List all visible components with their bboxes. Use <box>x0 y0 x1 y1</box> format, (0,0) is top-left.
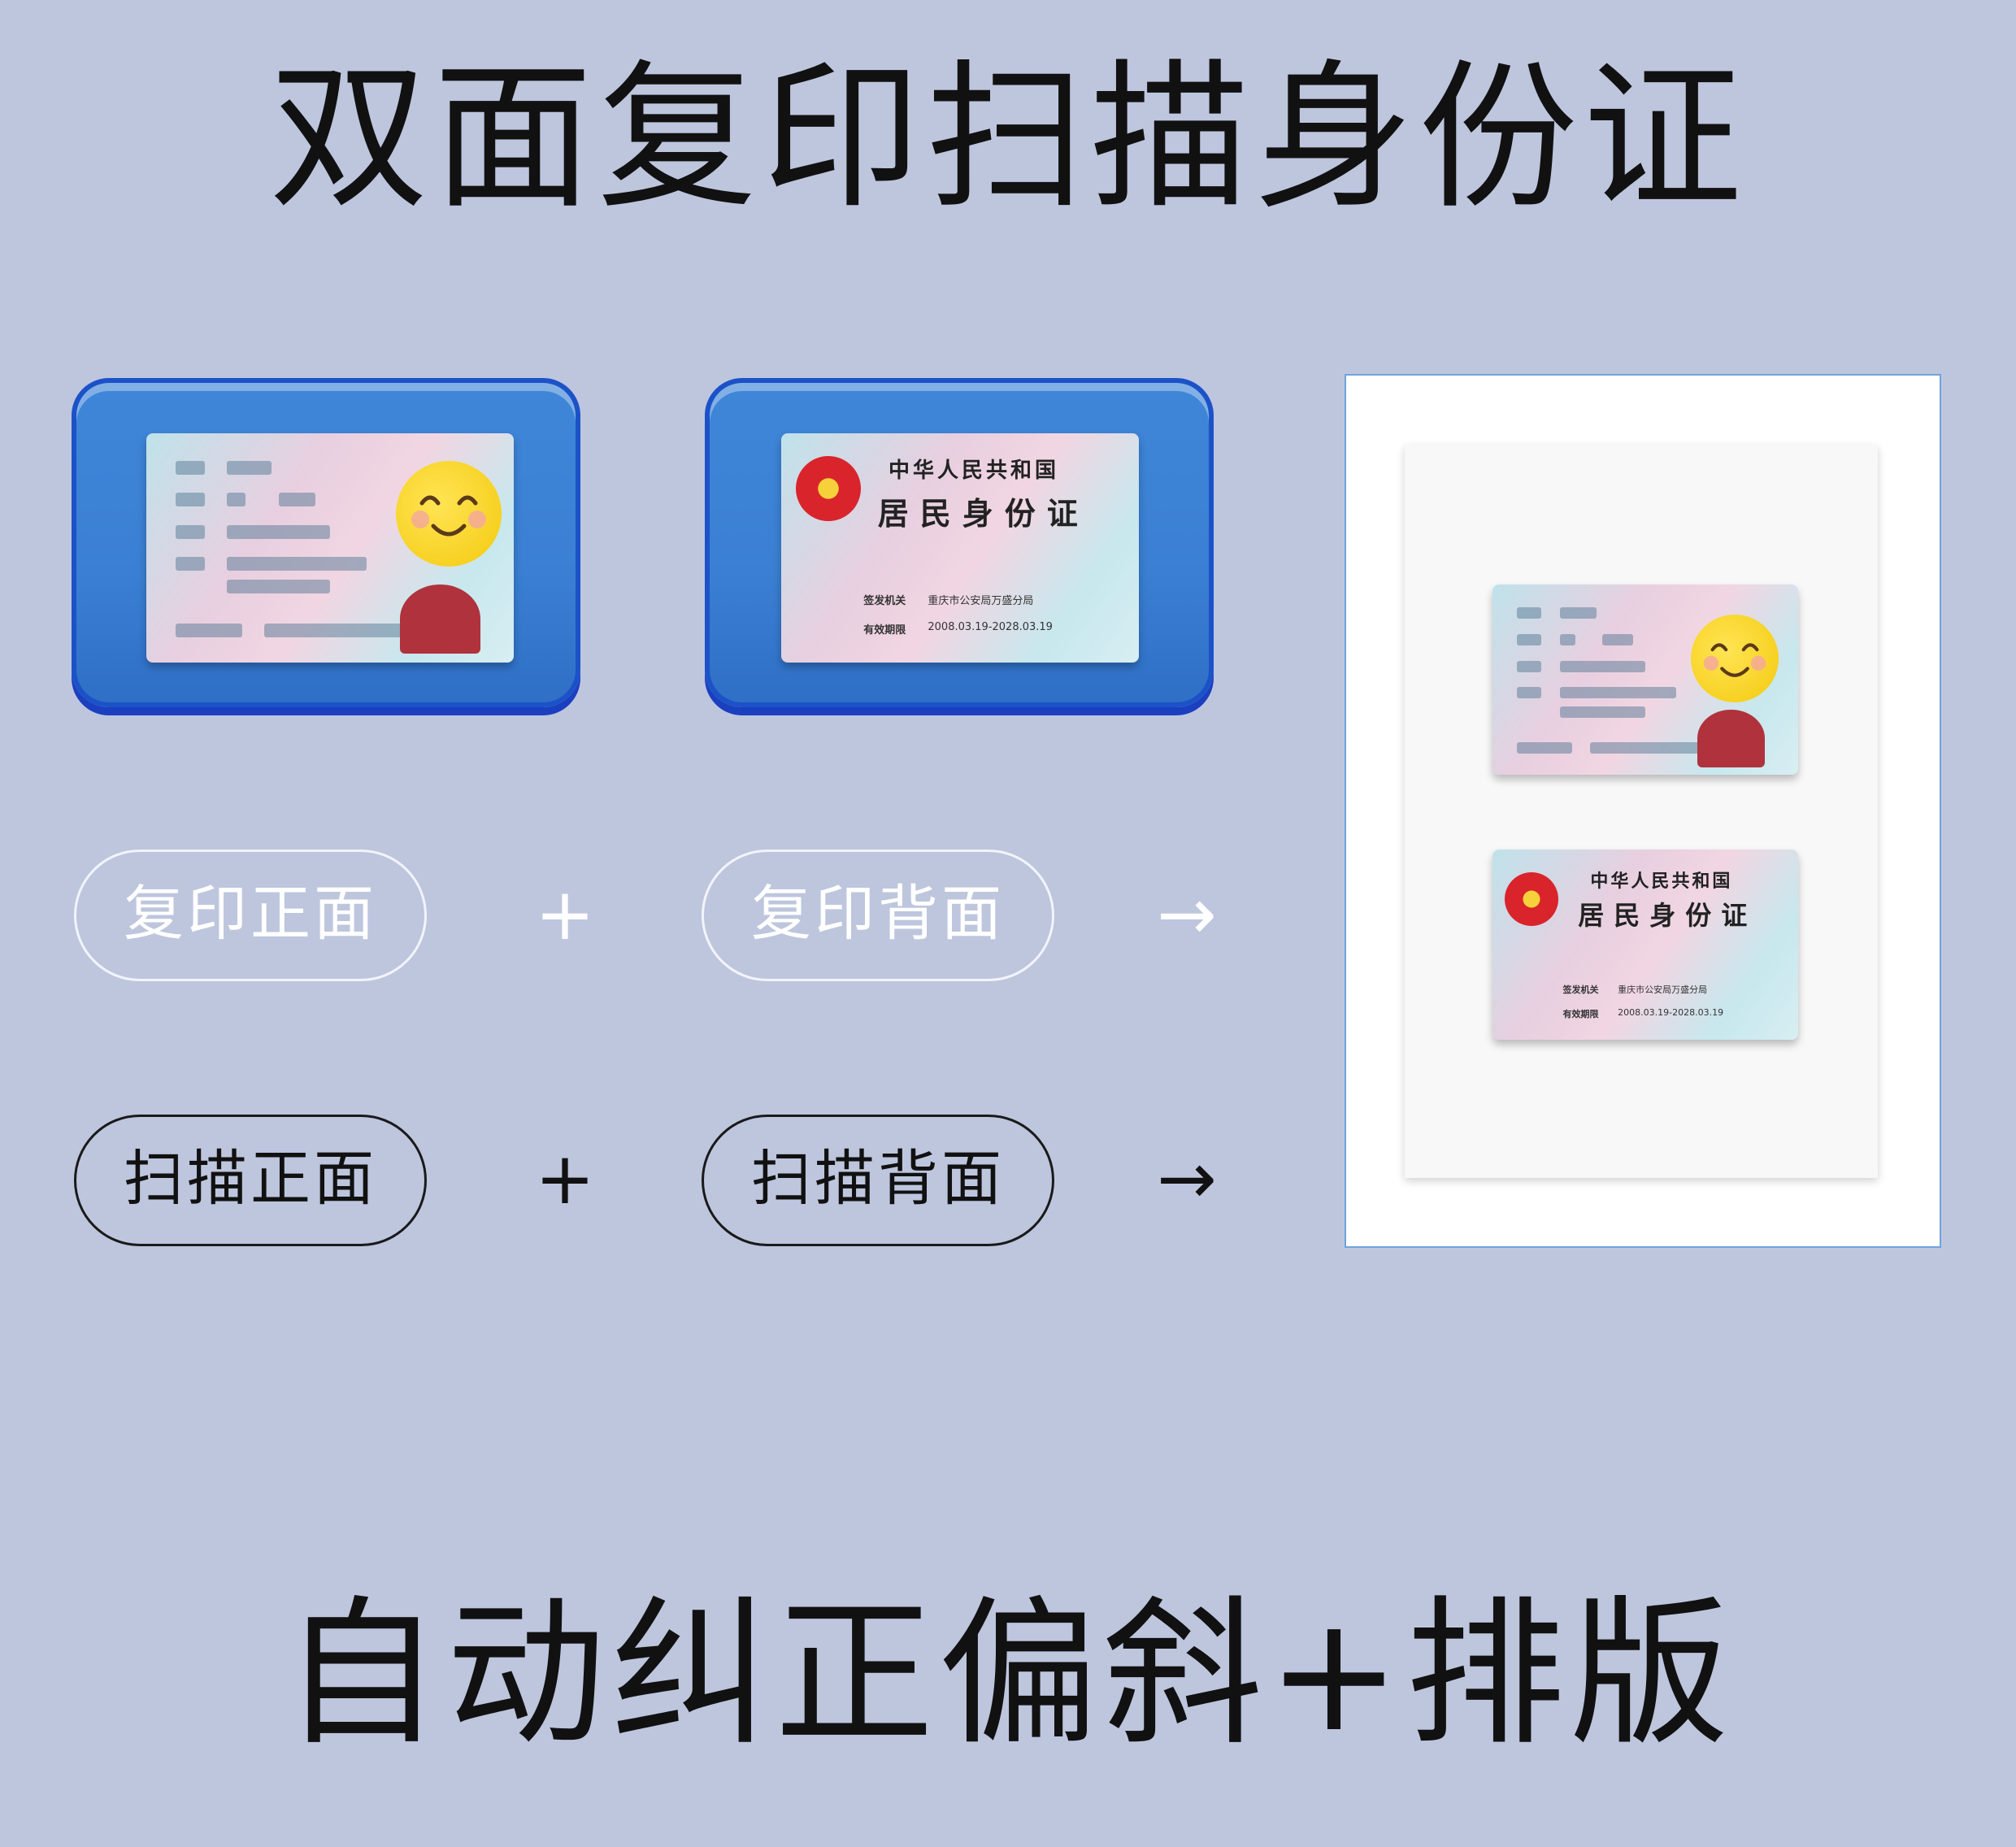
validity-label: 有效期限 <box>863 624 906 637</box>
validity-value: 2008.03.19-2028.03.19 <box>928 621 1053 634</box>
blurred-line <box>227 580 330 594</box>
page-title: 双面复印扫描身份证 <box>268 46 1747 231</box>
arrow-right-icon: → <box>1157 872 1217 956</box>
blurred-line <box>176 460 206 475</box>
blurred-line <box>227 524 330 539</box>
id-card-back: 中华人民共和国 居民身份证 签发机关 重庆市公安局万盛分局 有效期限 2008.… <box>781 433 1139 663</box>
portrait-body <box>399 585 481 654</box>
id-card-front <box>146 433 514 663</box>
blurred-line <box>176 524 206 539</box>
back-card-holder: 中华人民共和国 居民身份证 签发机关 重庆市公安局万盛分局 有效期限 2008.… <box>705 378 1214 707</box>
smiley-face-icon <box>396 460 502 567</box>
feature-caption: 自动纠正偏斜+排版 <box>281 1582 1735 1767</box>
blurred-line <box>176 557 206 571</box>
blurred-line <box>1559 633 1575 645</box>
issuer-value: 重庆市公安局万盛分局 <box>928 594 1034 607</box>
copy-back-button[interactable]: 复印背面 <box>702 850 1054 981</box>
plus-icon: + <box>535 1136 595 1220</box>
blurred-line <box>1517 660 1542 672</box>
card-country: 中华人民共和国 <box>889 458 1060 484</box>
result-paper: 中华人民共和国 居民身份证 签发机关 重庆市公安局万盛分局 有效期限 2008.… <box>1345 374 1941 1248</box>
blurred-line <box>227 460 272 475</box>
blurred-line <box>1517 607 1542 619</box>
card-name: 居民身份证 <box>877 494 1089 532</box>
card-country: 中华人民共和国 <box>1590 871 1733 893</box>
validity-label: 有效期限 <box>1562 1009 1599 1020</box>
national-emblem-icon <box>1505 872 1559 927</box>
issuer-label: 签发机关 <box>863 594 906 607</box>
blurred-line <box>1517 687 1542 699</box>
blurred-line <box>263 624 433 637</box>
scan-back-button[interactable]: 扫描背面 <box>702 1115 1054 1246</box>
result-id-card-front <box>1492 585 1798 775</box>
blurred-line <box>1559 607 1597 619</box>
blurred-line <box>1559 706 1645 718</box>
smiley-face-icon <box>1691 615 1779 703</box>
arrow-right-icon: → <box>1157 1136 1217 1220</box>
blurred-line <box>227 493 246 507</box>
blurred-line <box>278 493 315 507</box>
national-emblem-icon <box>795 456 861 522</box>
result-page: 中华人民共和国 居民身份证 签发机关 重庆市公安局万盛分局 有效期限 2008.… <box>1405 445 1878 1178</box>
result-id-card-back: 中华人民共和国 居民身份证 签发机关 重庆市公安局万盛分局 有效期限 2008.… <box>1492 850 1798 1040</box>
blurred-line <box>1590 742 1731 754</box>
copy-front-button[interactable]: 复印正面 <box>74 850 427 981</box>
validity-value: 2008.03.19-2028.03.19 <box>1618 1007 1724 1019</box>
blurred-line <box>227 557 367 571</box>
card-name: 居民身份证 <box>1578 900 1757 932</box>
blurred-line <box>1517 633 1542 645</box>
issuer-value: 重庆市公安局万盛分局 <box>1618 984 1708 995</box>
blurred-line <box>1602 633 1633 645</box>
blurred-line <box>1559 660 1645 672</box>
issuer-label: 签发机关 <box>1562 984 1599 995</box>
blurred-line <box>176 493 206 507</box>
front-card-holder <box>72 378 580 707</box>
blurred-line <box>1559 687 1676 699</box>
plus-icon: + <box>535 872 595 956</box>
scan-front-button[interactable]: 扫描正面 <box>74 1115 427 1246</box>
blurred-line <box>1517 742 1572 754</box>
blurred-line <box>176 624 242 637</box>
portrait-body <box>1697 710 1765 767</box>
